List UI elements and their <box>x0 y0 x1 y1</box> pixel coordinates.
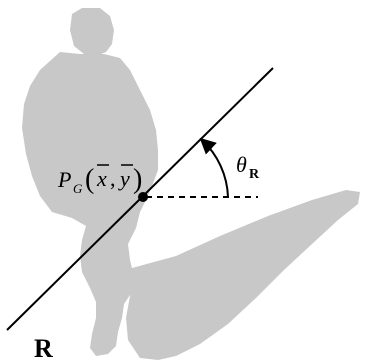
silhouette-body <box>22 52 158 356</box>
point-open-paren: ( <box>85 164 94 195</box>
angle-arc <box>199 137 229 198</box>
point-subscript: G <box>73 181 83 196</box>
angle-subscript: R <box>249 167 260 182</box>
silhouette-shadow <box>126 190 360 360</box>
centroid-point <box>138 192 148 202</box>
angle-label: θ R <box>236 152 260 182</box>
point-comma: , <box>110 166 116 191</box>
point-prefix: P <box>57 167 71 192</box>
person-silhouette <box>22 8 360 360</box>
angle-symbol: θ <box>236 152 247 177</box>
point-y: y <box>118 166 130 191</box>
centroid-label: P G ( x , y ) <box>57 164 142 196</box>
point-close-paren: ) <box>133 164 142 195</box>
point-x: x <box>96 166 107 191</box>
axis-name-label: R <box>34 334 53 362</box>
silhouette-head <box>70 8 114 56</box>
